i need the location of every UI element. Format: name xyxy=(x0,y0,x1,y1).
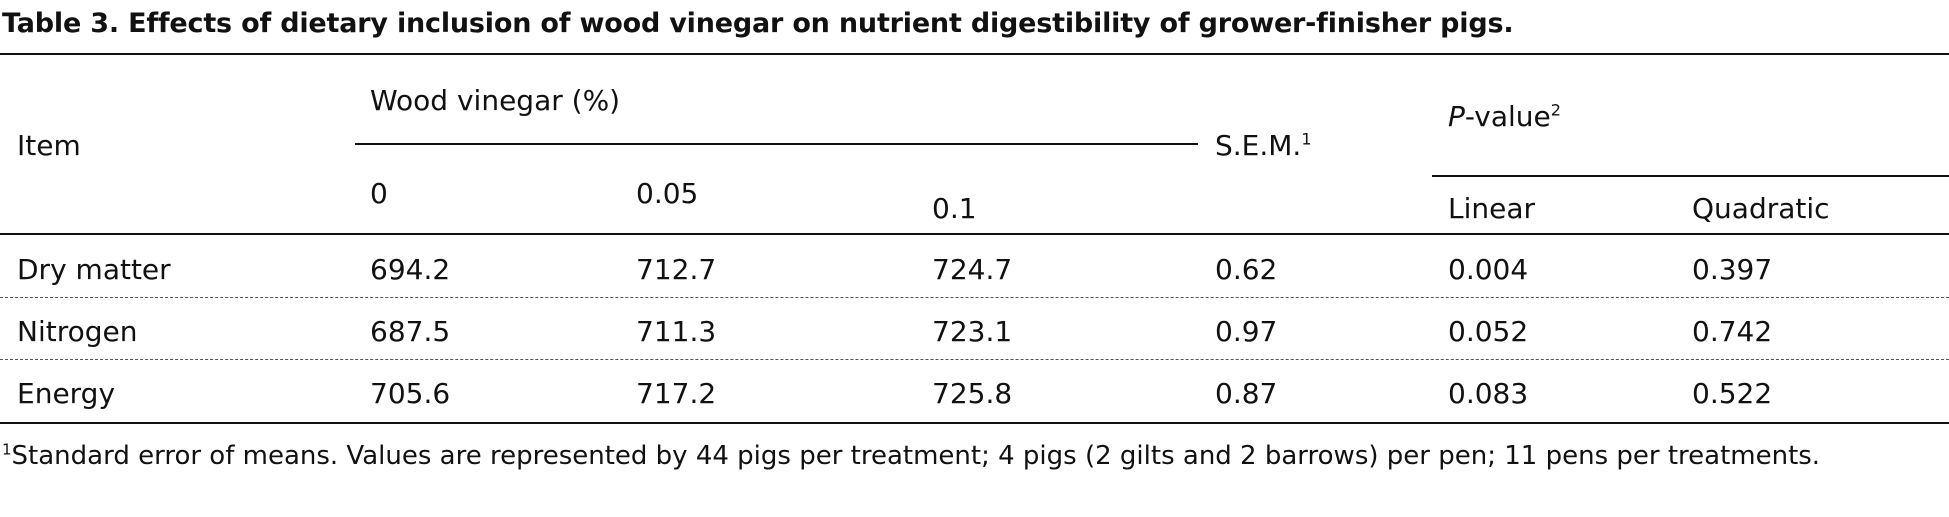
header-level-005: 0.05 xyxy=(636,177,699,210)
bottom-rule xyxy=(0,422,1949,424)
row-value-005: 717.2 xyxy=(636,377,717,410)
row-value-01: 724.7 xyxy=(932,253,1013,286)
row-value-01: 725.8 xyxy=(932,377,1013,410)
row-sem: 0.87 xyxy=(1215,377,1278,410)
header-bottom-rule xyxy=(0,233,1949,235)
header-item: Item xyxy=(17,129,81,162)
row-linear: 0.052 xyxy=(1448,315,1529,348)
row-quadratic: 0.522 xyxy=(1692,377,1773,410)
row-item: Dry matter xyxy=(17,253,171,286)
header-wood-vinegar: Wood vinegar (%) xyxy=(370,84,621,117)
row-linear: 0.083 xyxy=(1448,377,1529,410)
header-pvalue: P-value2 xyxy=(1448,100,1561,133)
table-title: Table 3. Effects of dietary inclusion of… xyxy=(2,8,1514,39)
row-sem: 0.97 xyxy=(1215,315,1278,348)
row-value-005: 711.3 xyxy=(636,315,717,348)
row-value-0: 705.6 xyxy=(370,377,451,410)
row-sem: 0.62 xyxy=(1215,253,1278,286)
row-value-0: 694.2 xyxy=(370,253,451,286)
row-item: Nitrogen xyxy=(17,315,138,348)
row-value-005: 712.7 xyxy=(636,253,717,286)
pvalue-rule xyxy=(1432,175,1949,177)
header-linear: Linear xyxy=(1448,192,1536,225)
header-level-0: 0 xyxy=(370,177,388,210)
header-pvalue-rest: -value xyxy=(1464,100,1551,133)
header-sem-label: S.E.M. xyxy=(1215,129,1302,162)
header-sem: S.E.M.1 xyxy=(1215,129,1312,162)
header-sem-note: 1 xyxy=(1301,129,1312,149)
header-level-01: 0.1 xyxy=(932,192,977,225)
header-pvalue-note: 2 xyxy=(1550,100,1561,120)
header-pvalue-italic: P xyxy=(1448,100,1465,133)
row-item: Energy xyxy=(17,377,116,410)
row-quadratic: 0.742 xyxy=(1692,315,1773,348)
header-quadratic: Quadratic xyxy=(1692,192,1830,225)
row-value-01: 723.1 xyxy=(932,315,1013,348)
table-footnote: 1Standard error of means. Values are rep… xyxy=(2,440,1821,471)
top-rule xyxy=(0,53,1949,55)
row-linear: 0.004 xyxy=(1448,253,1529,286)
row-divider xyxy=(0,297,1949,298)
row-divider xyxy=(0,359,1949,360)
wood-vinegar-rule xyxy=(355,143,1198,145)
row-value-0: 687.5 xyxy=(370,315,451,348)
row-quadratic: 0.397 xyxy=(1692,253,1773,286)
footnote-marker: 1 xyxy=(2,440,12,459)
footnote-text: Standard error of means. Values are repr… xyxy=(11,441,1821,471)
